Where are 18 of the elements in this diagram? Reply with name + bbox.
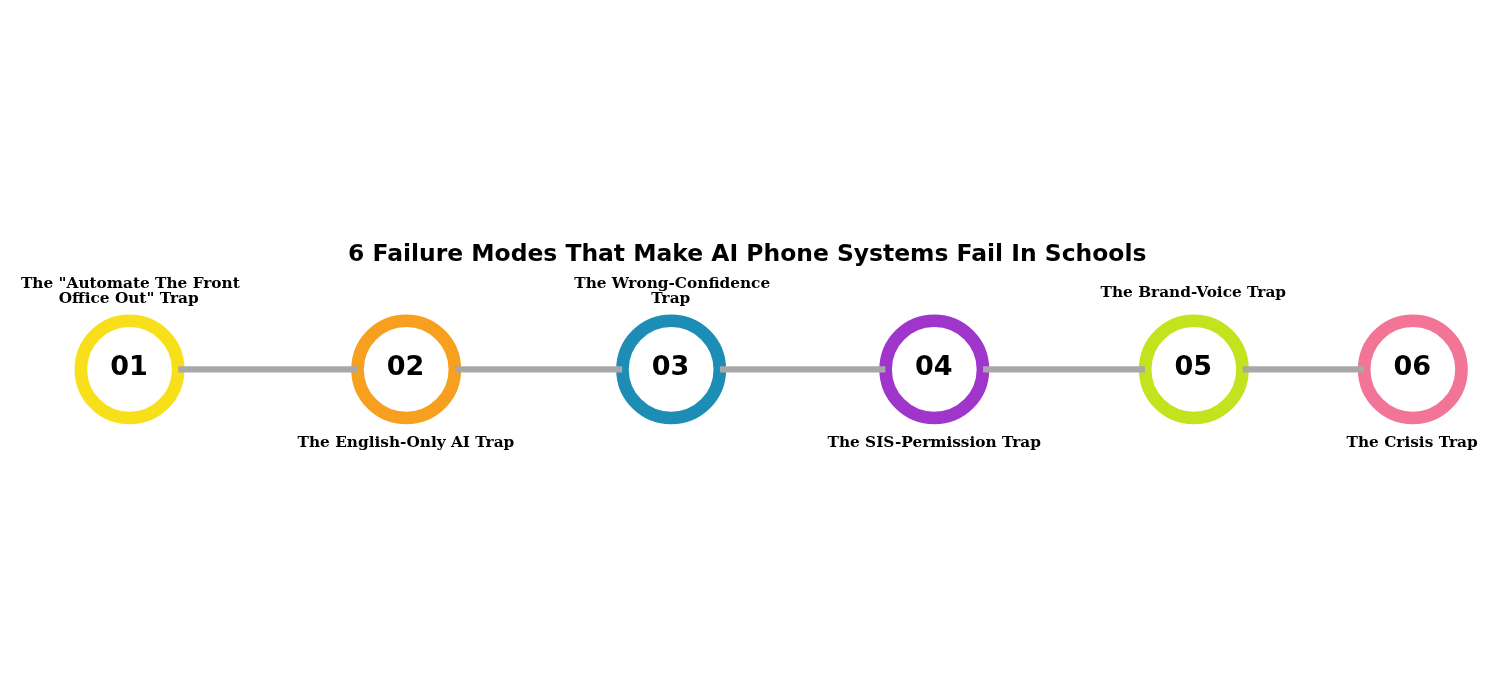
connector (178, 366, 358, 373)
diagram-title: 6 Failure Modes That Make AI Phone Systems Fail In Schools (348, 239, 1147, 268)
node-circle: 06 (1357, 314, 1468, 425)
node-label: The Crisis Trap (1346, 432, 1478, 451)
node-circle: 05 (1138, 314, 1249, 425)
node-circle: 01 (74, 314, 185, 425)
node-label: The Brand-Voice Trap (1100, 283, 1287, 302)
node-circle: 04 (879, 314, 990, 425)
node-label: The Wrong-Confidence Trap (574, 273, 771, 308)
node-label: The SIS-Permission Trap (827, 432, 1041, 451)
node-label: The "Automate The Front Office Out" Trap (20, 273, 240, 308)
connector (720, 366, 886, 373)
node-circle: 03 (616, 314, 727, 425)
node-circle: 02 (351, 314, 462, 425)
connector (1242, 366, 1365, 373)
connector (455, 366, 623, 373)
node-label: The English-Only AI Trap (297, 432, 515, 451)
connector (983, 366, 1145, 373)
